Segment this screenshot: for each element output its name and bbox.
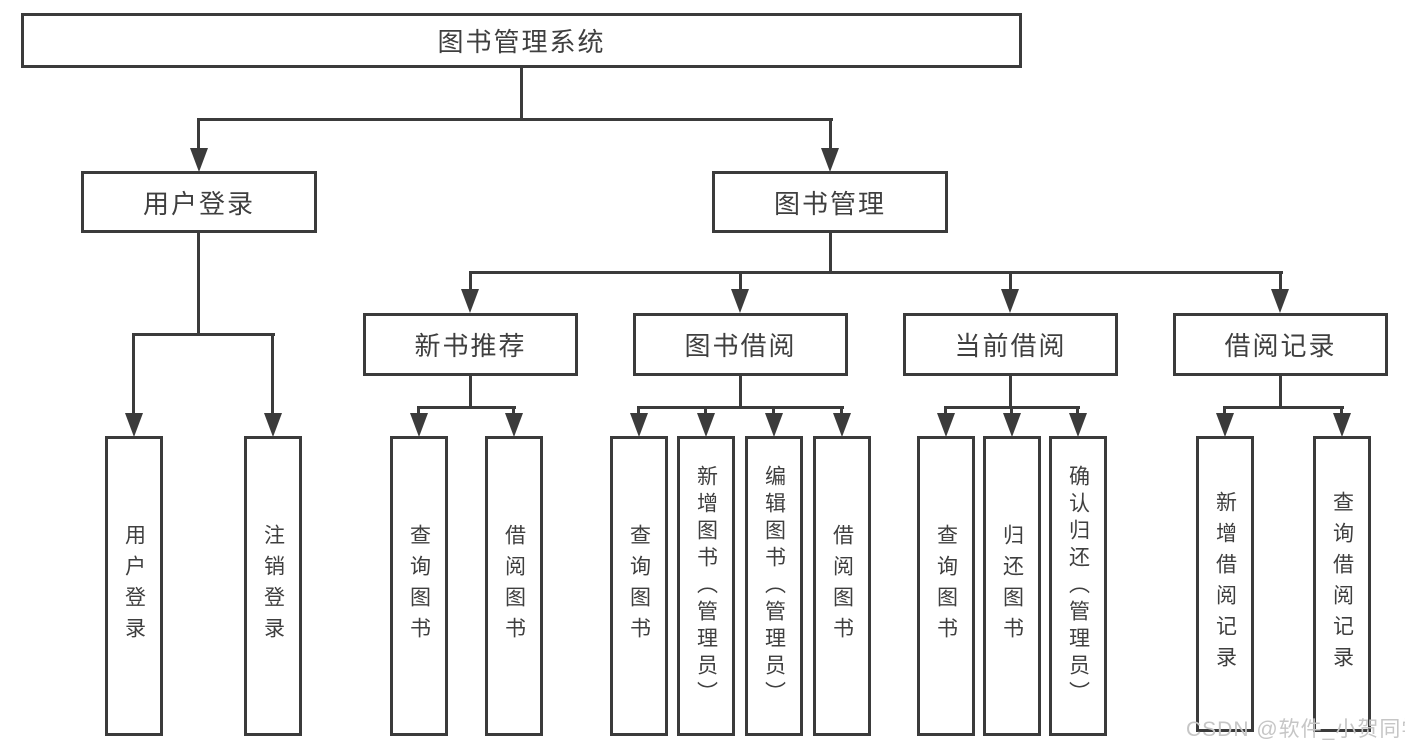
connector-line (469, 375, 472, 409)
node-user-login: 用户登录 (81, 171, 317, 233)
connector-line (417, 406, 420, 416)
leaf-logout: 注销登录 (244, 436, 302, 736)
connector-line (197, 233, 200, 336)
connector-line (1009, 375, 1012, 409)
leaf-confirm-return-admin: 确认归还（管理员） (1049, 436, 1107, 736)
arrow-down-icon (264, 413, 282, 437)
arrow-down-icon (833, 413, 851, 437)
leaf-borrow-books-1: 借阅图书 (485, 436, 543, 736)
leaf-add-book-admin: 新增图书（管理员） (677, 436, 735, 736)
connector-line (417, 406, 516, 409)
arrow-down-icon (190, 148, 208, 172)
node-book-borrow: 图书借阅 (633, 313, 848, 376)
leaf-query-books-3: 查询图书 (917, 436, 975, 736)
arrow-down-icon (505, 413, 523, 437)
connector-line (197, 118, 833, 121)
node-borrow-records: 借阅记录 (1173, 313, 1388, 376)
connector-line (197, 118, 200, 150)
arrow-down-icon (1003, 413, 1021, 437)
connector-line (772, 406, 775, 416)
connector-line (1076, 406, 1079, 416)
leaf-query-borrow-record: 查询借阅记录 (1313, 436, 1371, 732)
arrow-down-icon (125, 413, 143, 437)
connector-line (704, 406, 707, 416)
connector-line (1340, 406, 1343, 416)
arrow-down-icon (1001, 289, 1019, 313)
connector-line (1223, 406, 1226, 416)
arrow-down-icon (1333, 413, 1351, 437)
connector-line (132, 333, 135, 415)
leaf-return-book: 归还图书 (983, 436, 1041, 736)
connector-line (840, 406, 843, 416)
arrow-down-icon (1216, 413, 1234, 437)
connector-line (1279, 271, 1282, 291)
leaf-edit-book-admin: 编辑图书（管理员） (745, 436, 803, 736)
connector-line (469, 271, 1283, 274)
leaf-add-borrow-record: 新增借阅记录 (1196, 436, 1254, 732)
node-current-borrow: 当前借阅 (903, 313, 1118, 376)
leaf-query-books-2: 查询图书 (610, 436, 668, 736)
connector-line (739, 271, 742, 291)
node-book-management: 图书管理 (712, 171, 948, 233)
connector-line (829, 233, 832, 274)
connector-line (271, 333, 274, 415)
arrow-down-icon (1271, 289, 1289, 313)
arrow-down-icon (410, 413, 428, 437)
connector-line (132, 333, 275, 336)
connector-line (1279, 375, 1282, 409)
connector-line (469, 271, 472, 291)
connector-line (512, 406, 515, 416)
arrow-down-icon (461, 289, 479, 313)
arrow-down-icon (697, 413, 715, 437)
arrow-down-icon (1069, 413, 1087, 437)
connector-line (520, 68, 523, 120)
connector-line (637, 406, 640, 416)
connector-line (1009, 271, 1012, 291)
connector-line (944, 406, 947, 416)
leaf-borrow-books-2: 借阅图书 (813, 436, 871, 736)
arrow-down-icon (937, 413, 955, 437)
leaf-user-login: 用户登录 (105, 436, 163, 736)
connector-line (739, 375, 742, 409)
arrow-down-icon (765, 413, 783, 437)
arrow-down-icon (630, 413, 648, 437)
connector-line (1223, 406, 1344, 409)
arrow-down-icon (731, 289, 749, 313)
node-root-system: 图书管理系统 (21, 13, 1022, 68)
connector-line (829, 118, 832, 150)
arrow-down-icon (821, 148, 839, 172)
connector-line (637, 406, 844, 409)
connector-line (1010, 406, 1013, 416)
node-new-book-recommend: 新书推荐 (363, 313, 578, 376)
leaf-query-books-1: 查询图书 (390, 436, 448, 736)
watermark: CSDN @软件_小贺同学 (1186, 718, 1405, 741)
